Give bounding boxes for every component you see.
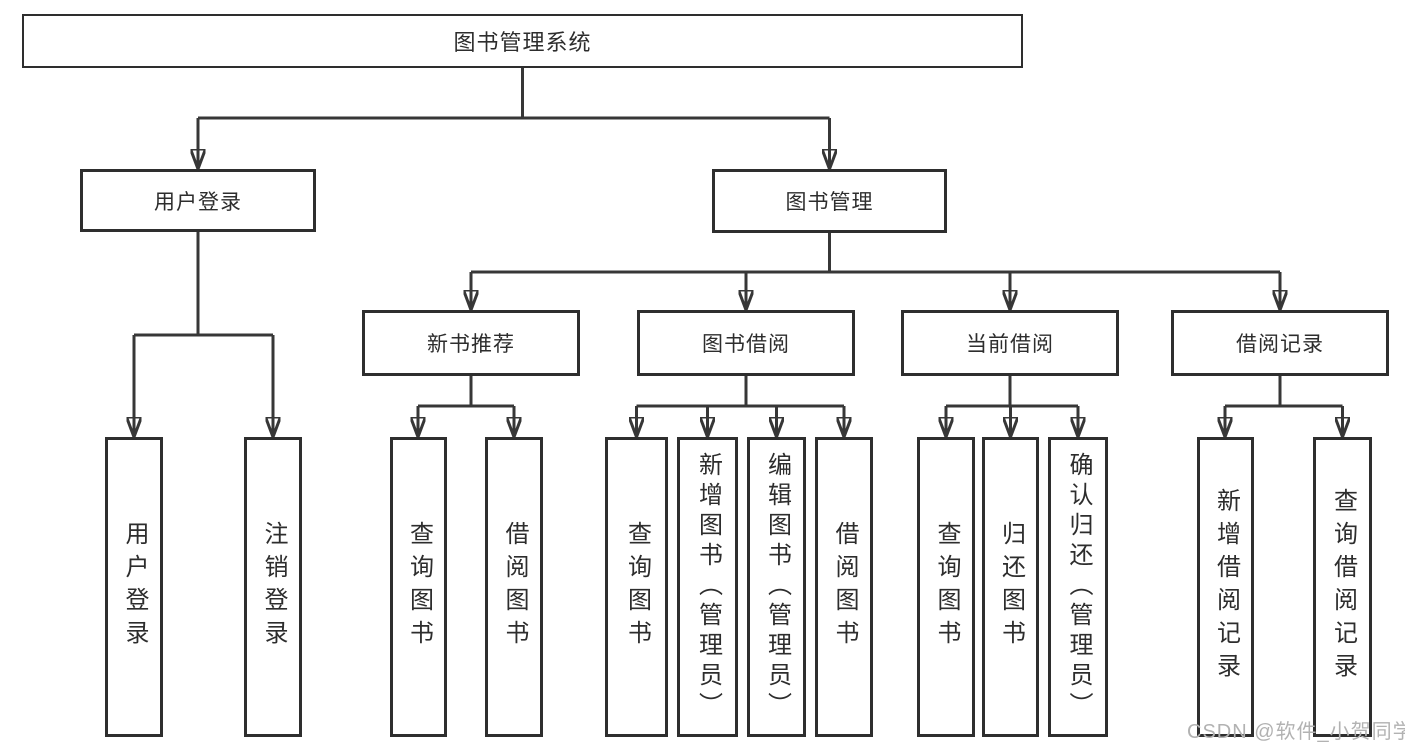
leaf-borrow-books-label: 借阅图书 xyxy=(831,521,858,653)
leaf-query-books-borrow: 查询图书 xyxy=(605,437,668,737)
node-new-book-recommend: 新书推荐 xyxy=(362,310,580,376)
leaf-confirm-return-admin-label: 确认归还（管理员） xyxy=(1065,452,1092,722)
leaf-query-borrow-record: 查询借阅记录 xyxy=(1313,437,1372,737)
node-book-borrow-label: 图书借阅 xyxy=(702,333,790,356)
leaf-add-books-admin-label: 新增图书（管理员） xyxy=(694,452,722,722)
leaf-logout-login-label: 注销登录 xyxy=(260,521,287,653)
node-borrow-records-label: 借阅记录 xyxy=(1236,333,1324,356)
edges-borrow-records-children xyxy=(1225,376,1343,437)
leaf-edit-books-admin-label: 编辑图书（管理员） xyxy=(763,452,791,722)
node-user-login: 用户登录 xyxy=(80,169,316,232)
leaf-return-books: 归还图书 xyxy=(982,437,1039,737)
leaf-borrow-books-recommend: 借阅图书 xyxy=(485,437,543,737)
leaf-logout-login: 注销登录 xyxy=(244,437,302,737)
node-library-system: 图书管理系统 xyxy=(22,14,1023,68)
leaf-user-login-label: 用户登录 xyxy=(121,521,148,653)
leaf-query-borrow-record-label: 查询借阅记录 xyxy=(1329,488,1357,686)
node-book-management: 图书管理 xyxy=(712,169,947,233)
node-current-borrow: 当前借阅 xyxy=(901,310,1119,376)
edges-user-login-children xyxy=(134,232,273,437)
leaf-add-books-admin: 新增图书（管理员） xyxy=(677,437,738,737)
leaf-add-borrow-record-label: 新增借阅记录 xyxy=(1212,488,1240,686)
leaf-query-books-recommend: 查询图书 xyxy=(390,437,447,737)
leaf-confirm-return-admin: 确认归还（管理员） xyxy=(1048,437,1108,737)
edges-root-to-level2 xyxy=(198,68,830,169)
node-borrow-records: 借阅记录 xyxy=(1171,310,1389,376)
leaf-query-books-current: 查询图书 xyxy=(917,437,975,737)
leaf-borrow-books: 借阅图书 xyxy=(815,437,873,737)
leaf-query-books-borrow-label: 查询图书 xyxy=(623,521,651,653)
leaf-user-login: 用户登录 xyxy=(105,437,163,737)
node-new-book-recommend-label: 新书推荐 xyxy=(427,333,515,356)
leaf-borrow-books-recommend-label: 借阅图书 xyxy=(501,521,528,653)
leaf-return-books-label: 归还图书 xyxy=(997,521,1025,653)
leaf-add-borrow-record: 新增借阅记录 xyxy=(1197,437,1254,737)
csdn-watermark: CSDN @软件_小贺同学 xyxy=(1187,721,1405,743)
node-book-management-label: 图书管理 xyxy=(785,191,874,214)
leaf-query-books-current-label: 查询图书 xyxy=(933,521,960,653)
leaf-query-books-recommend-label: 查询图书 xyxy=(405,521,433,653)
node-user-login-label: 用户登录 xyxy=(154,190,242,214)
edges-new-book-recommend-children xyxy=(418,376,514,437)
leaf-edit-books-admin: 编辑图书（管理员） xyxy=(747,437,806,737)
edges-current-borrow-children xyxy=(946,376,1078,437)
node-current-borrow-label: 当前借阅 xyxy=(966,333,1054,356)
node-book-borrow: 图书借阅 xyxy=(637,310,855,376)
edges-book-borrow-children xyxy=(637,376,845,437)
edges-book-management-children xyxy=(471,233,1280,310)
node-library-system-label: 图书管理系统 xyxy=(453,30,592,55)
